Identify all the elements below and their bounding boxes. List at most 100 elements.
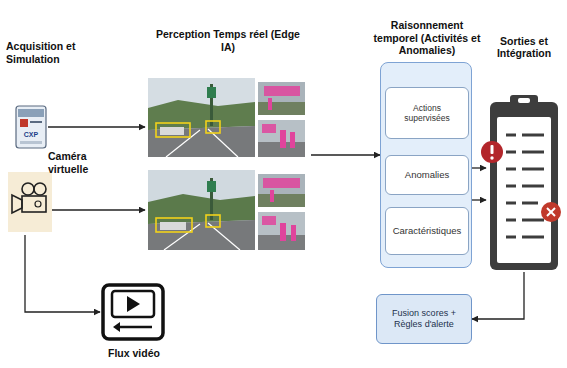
clipboard-icon bbox=[506, 135, 544, 237]
clipboard-icon bbox=[522, 219, 544, 222]
box-text: Anomalies bbox=[401, 169, 453, 180]
detection-inset bbox=[258, 174, 305, 207]
detection-inset bbox=[258, 194, 305, 207]
arrow-connector bbox=[48, 126, 145, 127]
detection-inset bbox=[258, 102, 305, 115]
street-scene bbox=[148, 194, 255, 224]
street-scene bbox=[148, 78, 255, 157]
arrow-connector bbox=[25, 235, 100, 312]
clipboard-icon bbox=[506, 151, 516, 154]
detection-inset bbox=[270, 190, 274, 202]
camera-node: Caméra virtuelle bbox=[8, 150, 52, 235]
box-text: Actions supervisées bbox=[386, 103, 468, 123]
camera-icon bbox=[8, 172, 52, 232]
clipboard-icon bbox=[506, 219, 516, 222]
street-scene bbox=[207, 87, 216, 98]
clipboard-icon bbox=[518, 98, 530, 103]
process-box: Actions supervisées bbox=[385, 87, 469, 139]
street-scene bbox=[148, 170, 255, 250]
alert-badge bbox=[490, 156, 493, 159]
clipboard-icon bbox=[497, 117, 551, 263]
arrow-connector bbox=[52, 209, 145, 210]
clipboard-icon bbox=[506, 168, 516, 171]
clipboard-icon bbox=[506, 185, 516, 188]
video-icon bbox=[127, 296, 140, 312]
detection-inset bbox=[258, 82, 305, 115]
arrow-connector bbox=[311, 154, 380, 155]
street-scene bbox=[148, 100, 255, 130]
camera-icon bbox=[12, 195, 22, 213]
detection-inset bbox=[291, 225, 296, 241]
clipboard-icon bbox=[522, 202, 538, 205]
detection-inset bbox=[258, 174, 305, 207]
clipboard-icon bbox=[490, 95, 558, 270]
detection-inset bbox=[280, 130, 286, 148]
camera-icon bbox=[22, 196, 46, 212]
camera-icon bbox=[22, 183, 34, 195]
simulator-icon bbox=[20, 141, 42, 144]
video-icon bbox=[112, 291, 154, 317]
clipboard-icon bbox=[510, 95, 538, 110]
process-box: Caractéristiques bbox=[385, 207, 469, 255]
heading-text: Sorties et Intégration bbox=[486, 35, 562, 60]
camera-icon bbox=[35, 201, 41, 207]
heading-text: CXP bbox=[14, 131, 48, 139]
street-scene bbox=[206, 215, 220, 227]
detection-inset bbox=[258, 212, 305, 250]
detection-inset bbox=[258, 120, 305, 157]
street-scene bbox=[160, 127, 184, 135]
error-badge bbox=[547, 208, 555, 216]
street-scene bbox=[206, 121, 220, 133]
camera-icon bbox=[8, 172, 52, 232]
clipboard-icon bbox=[522, 168, 544, 171]
detection-inset bbox=[263, 178, 300, 188]
clipboard-icon bbox=[522, 134, 544, 137]
alert-badge bbox=[491, 145, 494, 154]
clipboard-icon bbox=[490, 102, 558, 270]
video-icon bbox=[103, 285, 163, 339]
arrow-connector bbox=[472, 199, 486, 200]
street-scene bbox=[207, 181, 216, 192]
arrow-connector bbox=[472, 272, 524, 319]
clipboard-icon bbox=[506, 134, 516, 137]
clipboard-icon bbox=[522, 236, 544, 239]
camera-icon bbox=[34, 183, 46, 195]
clipboard-icon bbox=[506, 202, 516, 205]
video-node: Flux vidéo bbox=[100, 282, 168, 366]
heading-text: Flux vidéo bbox=[94, 347, 174, 360]
column-heading: Acquisition et Simulation bbox=[6, 40, 90, 65]
detection-inset bbox=[258, 212, 305, 250]
clipboard-icon bbox=[522, 151, 544, 154]
street-scene bbox=[160, 222, 186, 230]
simulator-icon bbox=[18, 109, 44, 117]
street-scene bbox=[148, 78, 255, 157]
alert-badge bbox=[481, 141, 503, 163]
detection-inset bbox=[258, 120, 305, 157]
heading-text: Raisonnement temporel (Activités et Anom… bbox=[368, 19, 486, 57]
video-icon bbox=[113, 322, 120, 332]
perception-group: Perception Temps réel (Edge IA) bbox=[145, 28, 311, 252]
street-scene bbox=[148, 220, 255, 250]
detection-inset bbox=[280, 223, 286, 241]
process-box: Anomalies bbox=[385, 155, 469, 195]
clipboard-icon bbox=[522, 185, 544, 188]
detection-inset bbox=[268, 98, 272, 110]
box-text: Fusion scores + Règles d'alerte bbox=[377, 308, 471, 330]
box-text: Caractéristiques bbox=[389, 225, 466, 236]
detection-inset bbox=[262, 216, 276, 225]
simulator-icon bbox=[16, 106, 46, 148]
error-badge bbox=[547, 208, 555, 216]
detection-inset bbox=[258, 82, 305, 115]
video-icon bbox=[103, 285, 163, 339]
heading-text: Perception Temps réel (Edge IA) bbox=[153, 28, 303, 53]
output-node: Sorties et Intégration bbox=[486, 98, 562, 272]
error-badge bbox=[541, 202, 561, 222]
error-badge bbox=[541, 202, 561, 222]
simulator-icon bbox=[30, 121, 42, 123]
arrow-connector bbox=[472, 167, 486, 168]
street-scene bbox=[156, 123, 190, 137]
video-icon bbox=[116, 326, 152, 329]
fusion-box: Fusion scores + Règles d'alerte bbox=[376, 294, 472, 344]
